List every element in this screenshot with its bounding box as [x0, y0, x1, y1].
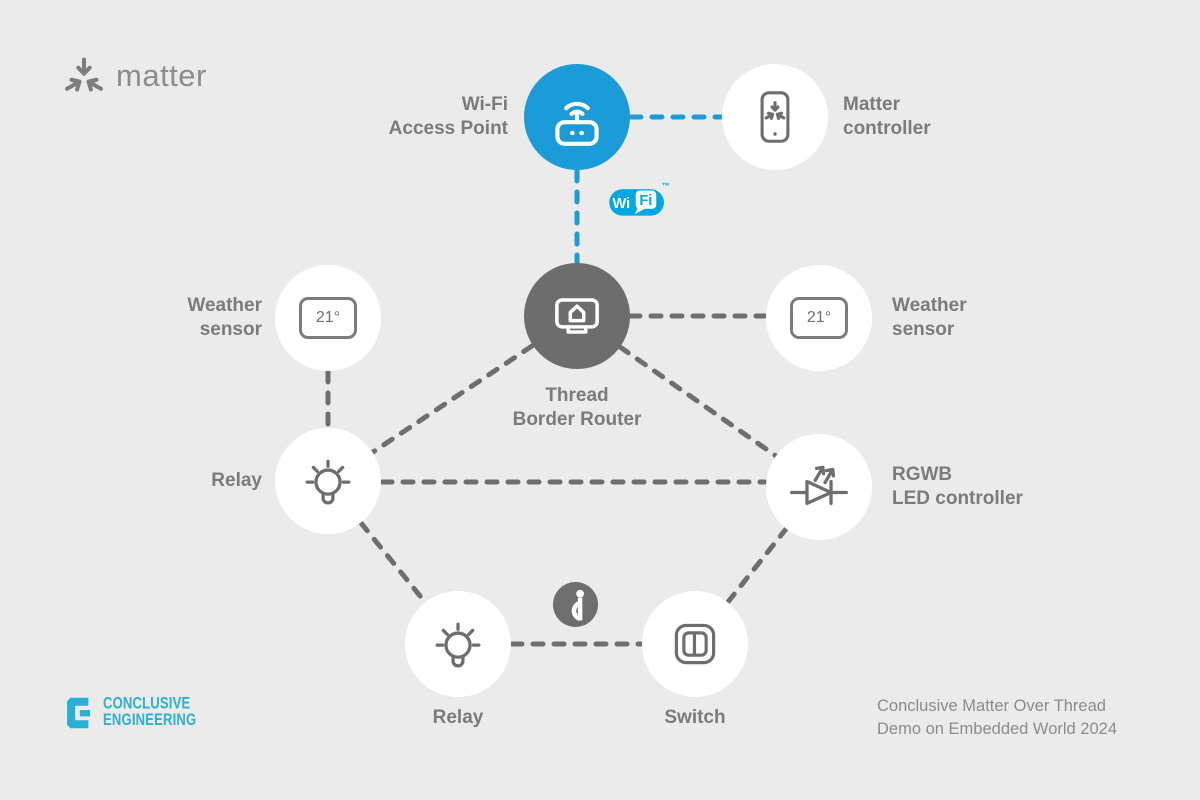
node-wifi-access-point: [524, 64, 630, 170]
matter-controller-label: Matter controller: [843, 94, 931, 139]
node-relay-left: [275, 428, 381, 534]
node-relay-bottom: [405, 591, 511, 697]
conclusive-engineering-logo: CONCLUSIVE ENGINEERING: [62, 694, 207, 730]
light-bulb-icon: [435, 622, 481, 668]
border-router-display-icon: [555, 298, 599, 334]
conclusive-glyph-icon: [67, 697, 91, 729]
rgwb-led-controller-label: RGWB LED controller: [892, 464, 1023, 509]
led-diode-icon: [790, 465, 848, 506]
node-rgwb-led-controller: [766, 434, 872, 540]
relay-bottom-label: Relay: [432, 707, 484, 728]
matter-brand: matter: [60, 52, 207, 100]
link-switch-rgwb: [725, 526, 789, 605]
wifi-access-point-label: Wi-Fi Access Point: [388, 94, 508, 139]
thread-logo: [553, 582, 598, 627]
svg-text:Wi: Wi: [612, 196, 630, 212]
wifi-router-icon: [555, 101, 599, 146]
conclusive-wordmark: CONCLUSIVE ENGINEERING: [103, 694, 197, 730]
wifi-certified-logo: Wi Fi ™: [607, 180, 669, 223]
svg-text:Fi: Fi: [639, 193, 652, 209]
footer-caption: Conclusive Matter Over Thread Demo on Em…: [877, 697, 1118, 738]
matter-logo-icon: [63, 59, 105, 94]
node-matter-controller: [722, 64, 828, 170]
node-weather-sensor-left: 21°: [275, 265, 381, 371]
svg-text:™: ™: [662, 182, 669, 191]
wifi-logo-icon: Wi Fi ™: [609, 182, 669, 216]
rocker-switch-icon: [674, 623, 716, 665]
link-relay-left-relay-bottom: [358, 520, 428, 605]
weather-sensor-right-label: Weather sensor: [892, 295, 967, 340]
smartphone-matter-icon: [760, 91, 790, 143]
thread-border-router-label: Thread Border Router: [512, 385, 642, 430]
node-weather-sensor-right: 21°: [766, 265, 872, 371]
matter-wordmark: matter: [116, 58, 207, 93]
relay-left-label: Relay: [211, 470, 262, 491]
weather-sensor-left-label: Weather sensor: [187, 295, 262, 340]
switch-label: Switch: [664, 707, 726, 728]
node-thread-border-router: [524, 263, 630, 369]
thermometer-display-icon: 21°: [790, 297, 848, 339]
thermometer-display-icon: 21°: [299, 297, 357, 339]
node-switch: [642, 591, 748, 697]
thread-logo-icon: [553, 582, 598, 627]
light-bulb-icon: [305, 459, 351, 505]
